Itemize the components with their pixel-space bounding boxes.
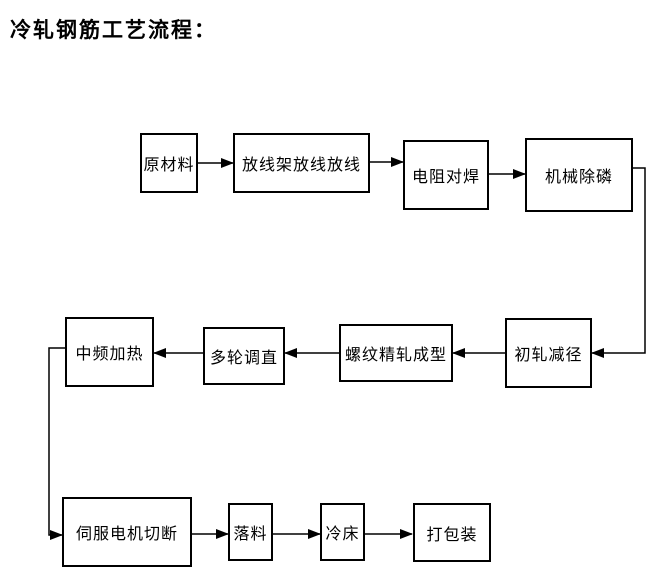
flow-box-cooling-bed-label: 冷床 [325, 524, 360, 543]
flow-box-servo-motor-cutting: 伺服电机切断 [62, 497, 192, 567]
flow-box-multi-wheel-straightening: 多轮调直 [203, 327, 285, 385]
connector-mechanical-descaling-to-initial-rolling-reduction [591, 167, 646, 358]
flow-box-payoff-rack: 放线架放线放线 [233, 133, 370, 193]
flow-box-medium-frequency-heating-label: 中频加热 [75, 344, 144, 363]
flow-box-payoff-rack-label: 放线架放线放线 [241, 155, 361, 174]
flow-box-multi-wheel-straightening-label: 多轮调直 [209, 348, 278, 367]
flow-box-thread-precision-rolling: 螺纹精轧成型 [339, 324, 453, 382]
flow-box-packing-label: 打包装 [426, 524, 478, 544]
flow-box-raw-material-label: 原材料 [143, 155, 195, 174]
flow-box-mechanical-descaling: 机械除磷 [525, 138, 633, 212]
connector-medium-frequency-heating-to-servo-motor-cutting [48, 347, 65, 540]
flow-box-resistance-butt-welding-label: 电阻对焊 [411, 167, 480, 186]
flow-box-thread-precision-rolling-label: 螺纹精轧成型 [344, 345, 447, 364]
flow-box-cooling-bed: 冷床 [320, 503, 365, 561]
flow-box-initial-rolling-reduction: 初轧减径 [505, 318, 592, 388]
diagram-title: 冷轧钢筋工艺流程： [10, 18, 217, 42]
flow-box-medium-frequency-heating: 中频加热 [65, 317, 154, 387]
flow-box-blanking: 落料 [228, 503, 273, 561]
flow-box-raw-material: 原材料 [140, 133, 198, 193]
flow-box-packing: 打包装 [413, 503, 491, 562]
flow-box-blanking-label: 落料 [233, 524, 268, 543]
flow-box-mechanical-descaling-label: 机械除磷 [544, 167, 613, 186]
flow-box-resistance-butt-welding: 电阻对焊 [403, 140, 489, 210]
flow-box-servo-motor-cutting-label: 伺服电机切断 [75, 524, 178, 543]
flow-box-initial-rolling-reduction-label: 初轧减径 [514, 345, 583, 364]
